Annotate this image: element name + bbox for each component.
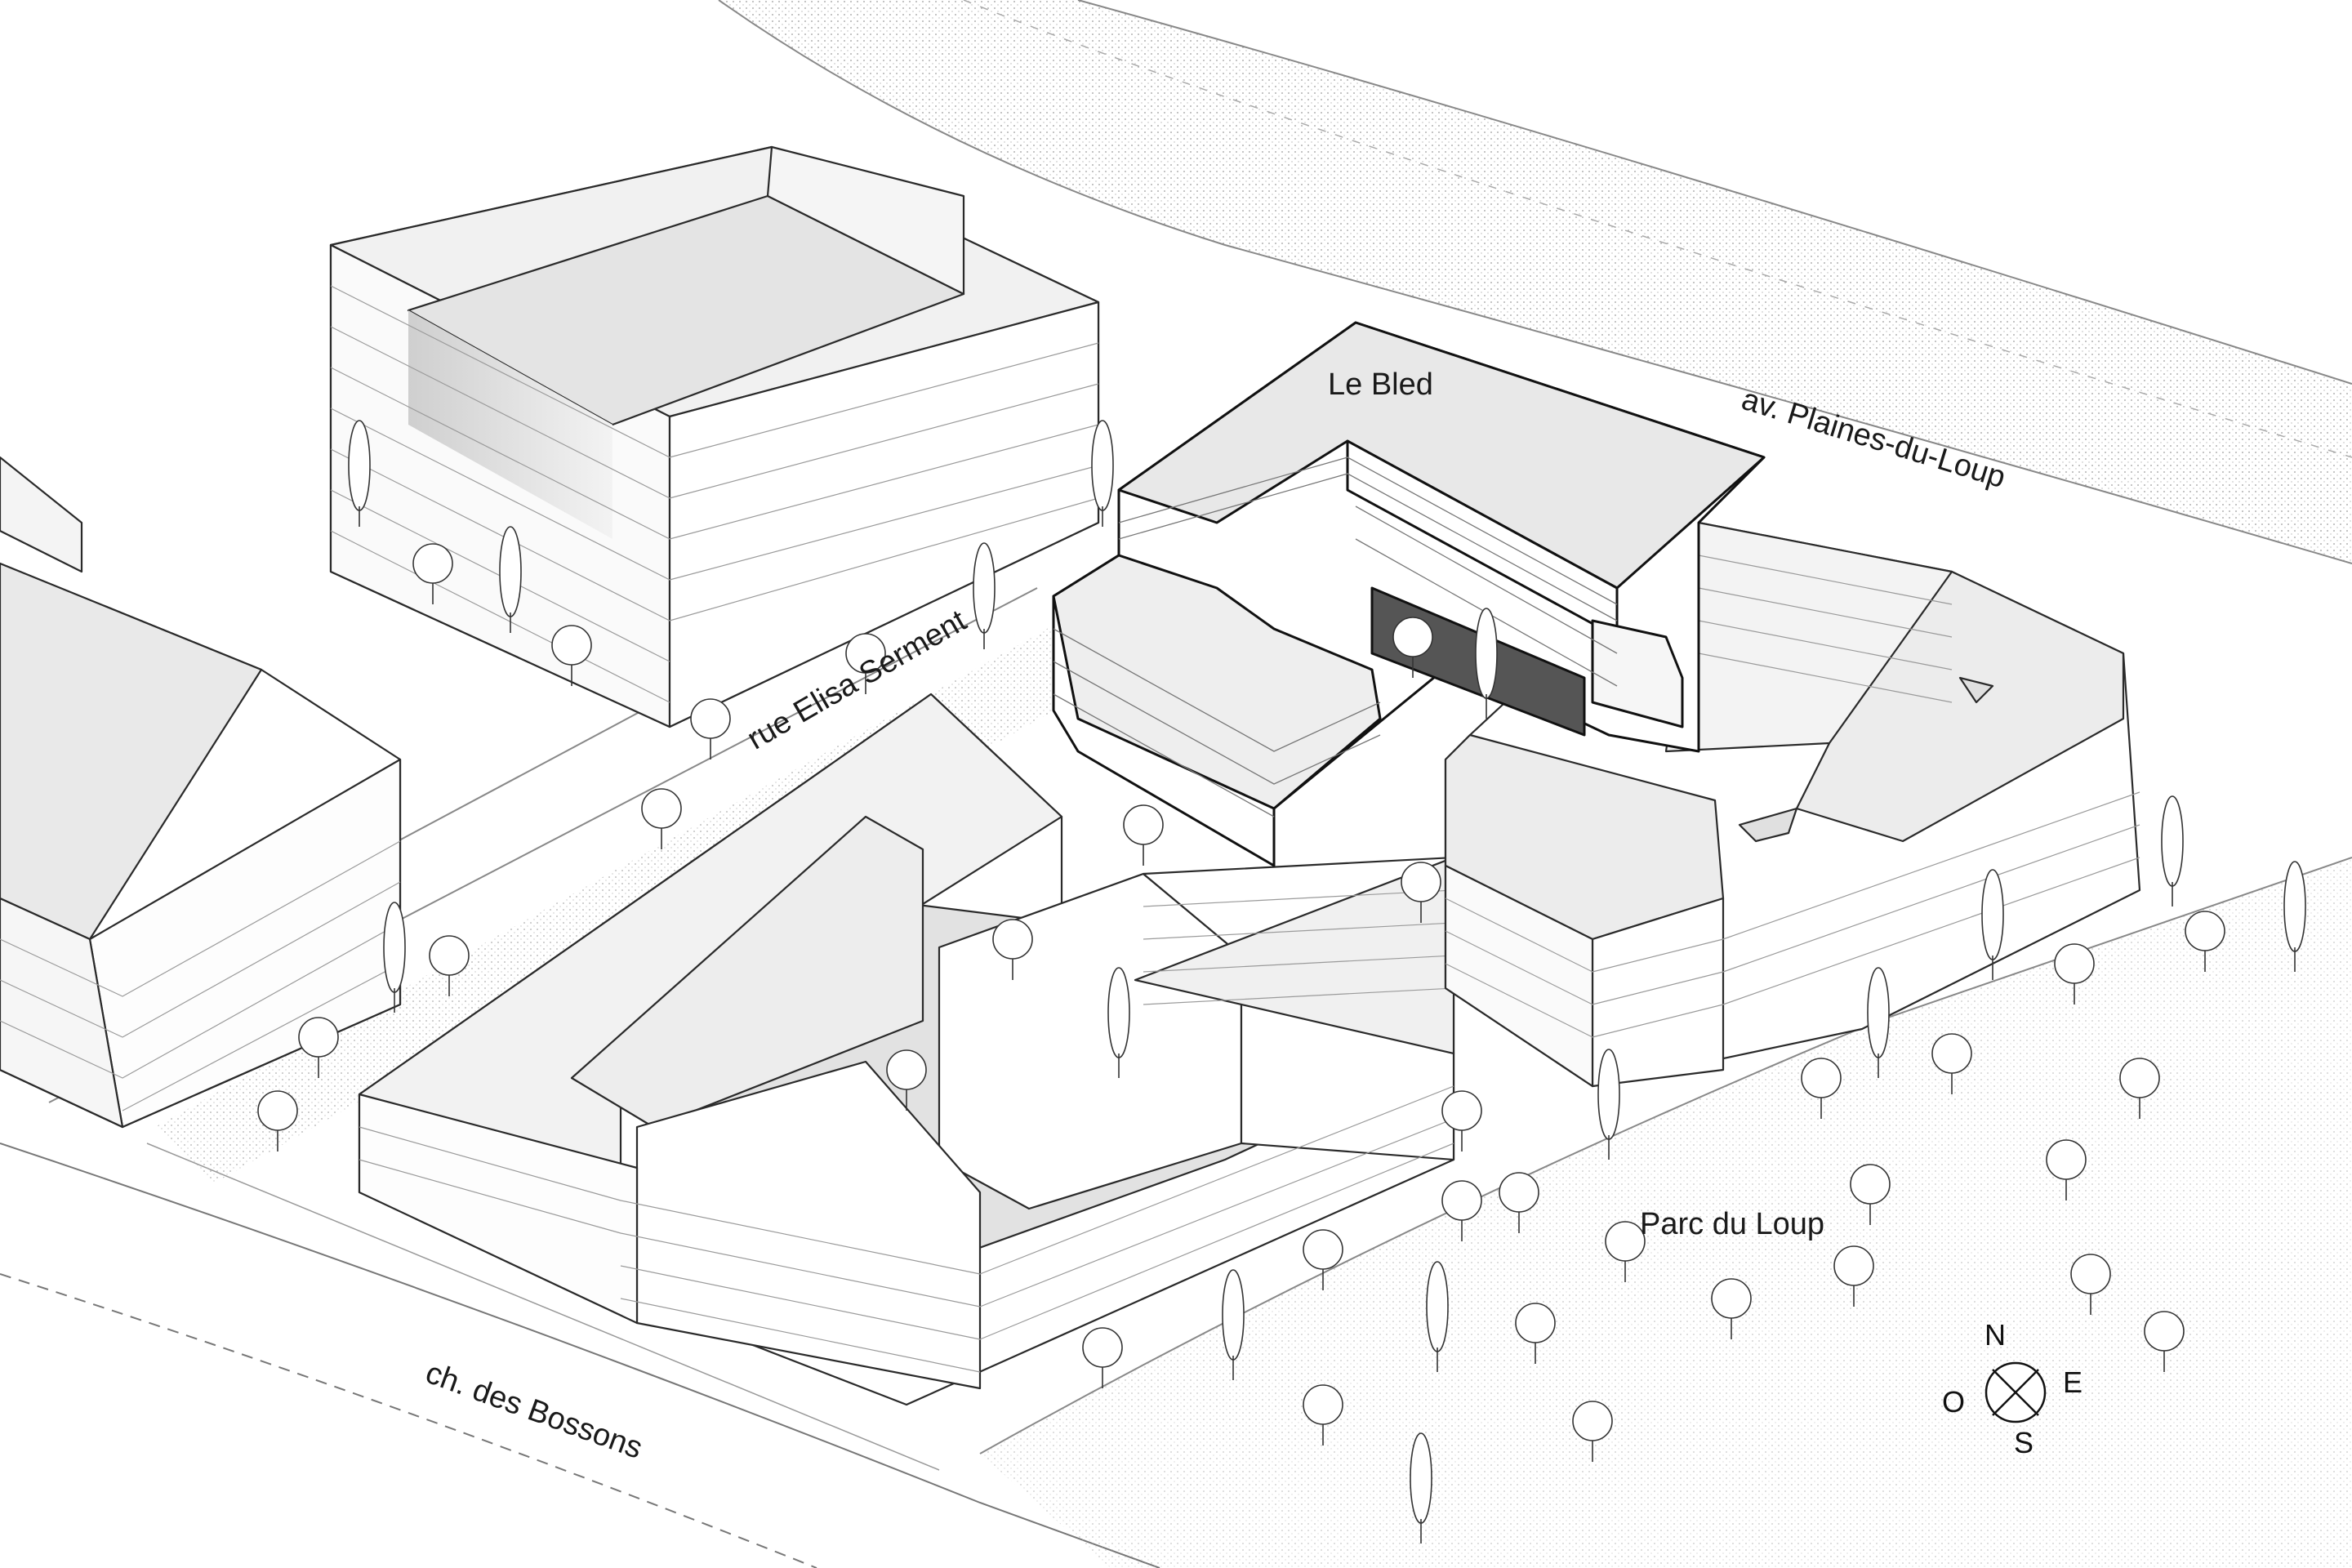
building-le-bled [1052,321,1766,867]
building-west [0,456,402,1129]
road-curb [963,0,2352,458]
tree-round [2070,1254,2111,1315]
parc-edge [979,857,2352,1454]
tree-round [886,1049,927,1111]
tree-cypress [1475,608,1498,719]
tree-cypress [1867,967,1890,1078]
tree-cypress [973,542,996,649]
compass-rose [1984,1361,2047,1423]
tree-cypress [1597,1049,1620,1160]
compass-north: N [1984,1318,2006,1352]
tree-round [1441,1090,1482,1152]
tree-round [1082,1327,1123,1388]
road-bossons-edge [0,1143,1160,1568]
road-edge [718,0,2352,564]
tree-round [2185,911,2225,972]
label-parc-du-loup: Parc du Loup [1640,1207,1825,1241]
tree-round [1401,862,1441,923]
tree-round [2119,1058,2160,1119]
label-le-bled: Le Bled [1328,368,1433,402]
compass-west: O [1942,1385,1966,1419]
tree-round [1572,1401,1613,1462]
tree-round [412,543,453,604]
compass-east: E [2063,1365,2083,1399]
tree-round [1303,1384,1343,1446]
tree-round [1801,1058,1842,1119]
building-south [358,693,1455,1406]
tree-cypress [1107,967,1130,1078]
tree-round [298,1017,339,1078]
tree-round [1441,1180,1482,1241]
road-edge [1077,0,2352,385]
tree-round [1850,1164,1891,1225]
tree-round [551,625,592,686]
tree-cypress [2283,861,2306,972]
road-bossons-edge [0,1273,817,1568]
tree-round [1931,1033,1972,1094]
tree-cypress [1426,1261,1449,1372]
tree-round [1833,1245,1874,1307]
tree-round [641,788,682,849]
tree-round [1711,1278,1752,1339]
tree-cypress [499,526,522,633]
building-northwest [329,145,1100,728]
tree-round [1392,617,1433,678]
road-bossons-edge [146,1143,940,1471]
tree-round [1499,1172,1539,1233]
tree-round [257,1090,298,1152]
tree-round [690,698,731,760]
tree-round [1515,1303,1556,1364]
tree-cypress [1091,420,1114,527]
tree-cypress [1410,1432,1432,1544]
tree-cypress [383,902,406,1013]
tree-round [1303,1229,1343,1290]
tree-round [992,919,1033,980]
tree-round [845,633,886,694]
tree-round [2144,1311,2185,1372]
tree-round [1123,804,1164,866]
trees [257,420,2306,1544]
tree-cypress [2161,795,2184,906]
tree-round [2054,943,2095,1004]
compass-south: S [2014,1426,2034,1459]
tree-round [1605,1221,1646,1282]
road-plaines-du-loup [719,0,2352,564]
tree-cypress [1222,1269,1245,1380]
tree-cypress [348,420,371,527]
tree-cypress [1981,869,2004,980]
tree-round [429,935,470,996]
tree-round [2046,1139,2087,1200]
